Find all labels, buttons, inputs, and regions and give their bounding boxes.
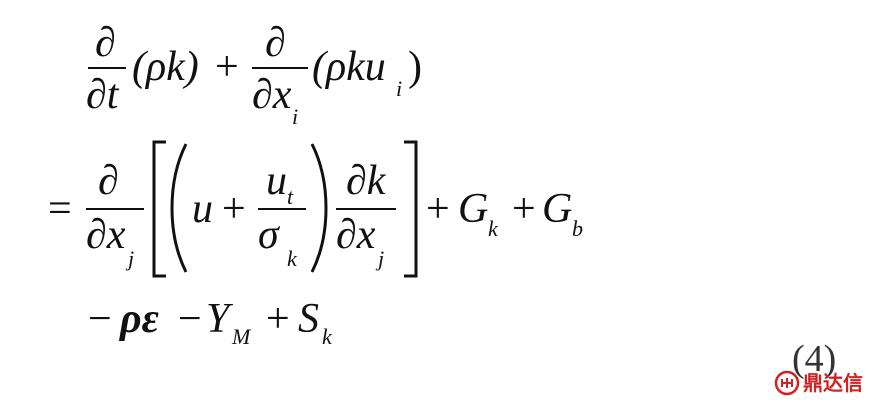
partial-x-denominator: ∂x (252, 72, 292, 118)
subscript-k: k (287, 246, 297, 271)
plus-sign: + (215, 44, 239, 90)
fraction-bar (258, 208, 306, 210)
g-b-term: G (542, 186, 573, 232)
plus-sign: + (266, 296, 290, 342)
subscript-b: b (572, 216, 583, 241)
watermark-logo-icon (774, 370, 800, 396)
subscript-k: k (322, 324, 332, 349)
plus-sign: + (512, 186, 536, 232)
partial-x-denominator: ∂x (336, 212, 376, 258)
plus-sign: + (426, 186, 450, 232)
partial-numerator: ∂ (98, 158, 119, 204)
rho-k-u-term: (ρku (312, 44, 386, 90)
subscript-i: i (292, 104, 299, 129)
u-t-numerator: u (266, 158, 287, 204)
u-variable: u (192, 186, 213, 232)
sigma-denominator: σ (258, 212, 279, 258)
subscript-k: k (488, 216, 498, 241)
rho-epsilon-term: ρε (120, 296, 159, 342)
watermark: 鼎达信 (774, 370, 863, 396)
g-k-term: G (458, 186, 489, 232)
subscript-m: M (232, 324, 251, 349)
subscript-j: j (378, 246, 385, 271)
rho-k-term: (ρk) (132, 44, 199, 90)
fraction-bar (252, 67, 308, 69)
partial-numerator: ∂ (265, 20, 286, 66)
fraction-bar (86, 208, 144, 210)
subscript-i: i (396, 76, 403, 101)
minus-sign: − (88, 296, 112, 342)
partial-t-denominator: ∂t (86, 72, 119, 118)
watermark-text: 鼎达信 (803, 371, 863, 395)
partial-k-numerator: ∂k (346, 158, 386, 204)
close-paren: ) (408, 44, 422, 90)
equals-sign: = (48, 186, 72, 232)
right-square-bracket (404, 140, 418, 278)
subscript-t: t (287, 184, 294, 209)
minus-sign: − (178, 296, 202, 342)
fraction-bar (336, 208, 396, 210)
s-k-term: S (298, 296, 319, 342)
subscript-j: j (128, 246, 135, 271)
partial-numerator: ∂ (95, 20, 116, 66)
fraction-bar (88, 67, 126, 69)
partial-x-denominator: ∂x (86, 212, 126, 258)
equation-number: (4) (792, 338, 837, 380)
left-square-bracket (152, 140, 166, 278)
plus-sign: + (222, 186, 246, 232)
y-m-term: Y (206, 296, 230, 342)
left-big-paren (170, 143, 188, 273)
right-big-paren (310, 143, 328, 273)
